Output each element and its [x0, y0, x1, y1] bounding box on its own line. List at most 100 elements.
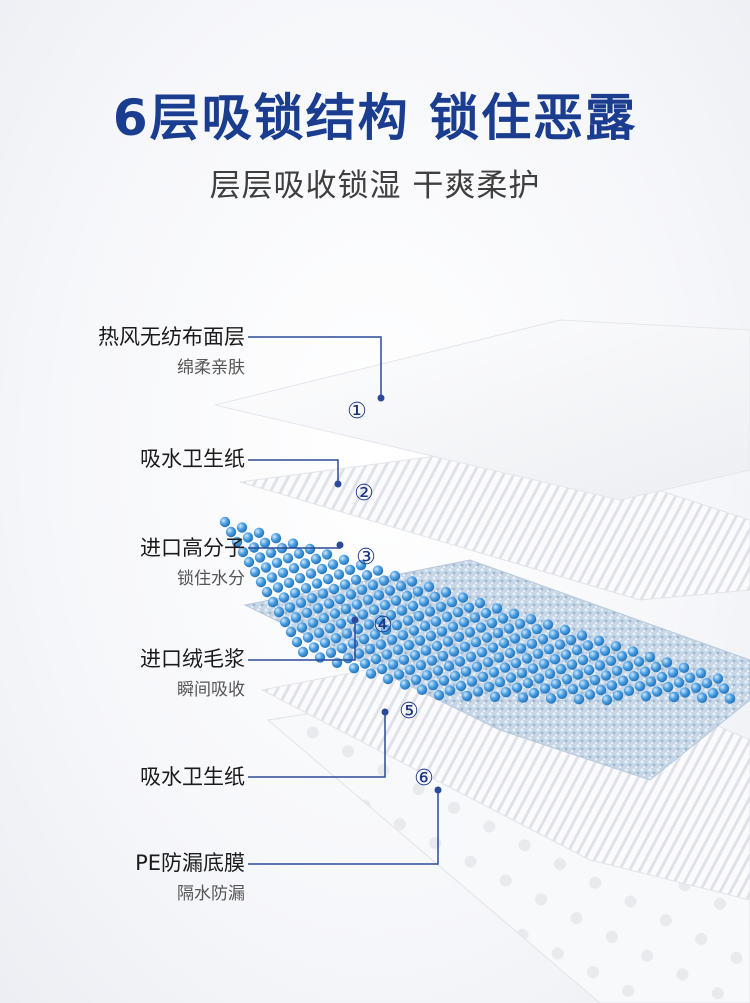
polymer-bead: [481, 632, 493, 643]
polymer-bead: [565, 634, 577, 646]
polymer-bead: [548, 629, 560, 640]
polymer-bead: [476, 647, 488, 658]
polymer-bead: [668, 691, 680, 703]
polymer-bead: [550, 678, 562, 689]
polymer-bead: [448, 646, 460, 657]
polymer-bead: [340, 603, 352, 615]
polymer-bead: [503, 623, 515, 634]
polymer-bead: [543, 644, 555, 655]
polymer-bead: [606, 680, 618, 691]
polymer-bead: [492, 627, 504, 639]
polymer-bead: [651, 686, 663, 697]
polymer-bead: [593, 635, 605, 646]
polymer-bead: [368, 604, 380, 615]
polymer-bead: [380, 624, 392, 635]
polymer-bead: [526, 638, 538, 649]
polymer-bead: [508, 608, 520, 619]
polymer-bead: [430, 616, 442, 627]
polymer-bead: [554, 639, 566, 650]
polymer-bead: [442, 636, 454, 647]
polymer-bead: [426, 655, 438, 666]
polymer-bead: [406, 576, 418, 587]
polymer-bead: [361, 570, 373, 581]
polymer-bead: [321, 549, 333, 560]
polymer-bead: [724, 693, 736, 704]
polymer-bead: [297, 646, 309, 658]
polymer-bead: [413, 610, 425, 622]
polymer-bead: [311, 578, 323, 589]
polymer-bead: [463, 602, 475, 613]
polymer-bead: [334, 593, 346, 605]
polymer-bead: [249, 566, 261, 578]
polymer-bead: [435, 601, 447, 612]
polymer-bead: [537, 634, 549, 645]
polymer-bead: [329, 608, 341, 619]
polymer-bead: [611, 665, 623, 676]
leader-line-1: [248, 336, 382, 398]
polymer-bead: [293, 548, 305, 559]
polymer-bead: [431, 640, 443, 652]
polymer-bead: [499, 662, 511, 673]
polymer-bead: [616, 651, 628, 662]
polymer-bead: [254, 552, 266, 563]
page-title: 6层吸锁结构 锁住恶露: [112, 89, 638, 147]
polymer-bead: [424, 606, 436, 617]
polymer-bead: [419, 620, 431, 632]
polymer-bead: [650, 661, 662, 673]
layer-6-name: PE防漏底膜: [135, 851, 245, 875]
polymer-bead: [277, 567, 289, 578]
polymer-bead: [418, 596, 430, 607]
polymer-bead: [357, 609, 369, 620]
polymer-bead: [707, 688, 719, 699]
layer-1-desc: 绵柔亲肤: [177, 358, 245, 379]
leader-line-6: [248, 790, 439, 865]
polymer-bead: [493, 652, 505, 663]
polymer-bead: [296, 622, 308, 633]
polymer-bead: [610, 641, 622, 652]
polymer-bead: [300, 583, 312, 594]
polymer-bead: [393, 669, 405, 680]
polymer-bead: [331, 657, 343, 668]
polymer-bead: [429, 591, 441, 602]
polymer-bead: [449, 670, 461, 682]
polymer-bead: [461, 690, 473, 702]
polymer-bead: [559, 624, 571, 636]
polymer-bead: [712, 673, 724, 684]
polymer-bead: [627, 646, 639, 657]
polymer-bead: [261, 586, 273, 598]
polymer-bead: [633, 656, 645, 667]
polymer-bead: [308, 642, 320, 653]
polymer-bead: [373, 590, 385, 601]
polymer-bead: [271, 557, 283, 568]
polymer-bead: [516, 667, 528, 679]
polymer-bead: [504, 647, 516, 659]
layer-1-label: 热风无纺布面层 绵柔亲肤: [5, 324, 245, 380]
layer-3-desc: 锁住水分: [177, 569, 245, 590]
layer-5-number: ⑤: [399, 699, 419, 724]
polymer-bead: [408, 625, 420, 636]
polymer-bead: [323, 598, 335, 609]
polymer-bead: [381, 649, 393, 660]
polymer-bead: [645, 676, 657, 687]
polymer-bead: [471, 661, 483, 672]
layer-3-label: 进口高分子 锁住水分: [5, 535, 245, 591]
polymer-bead: [515, 643, 527, 654]
polymer-bead: [260, 562, 272, 573]
layer-2-name: 吸水卫生纸: [140, 447, 245, 471]
layer-6-number: ⑥: [414, 766, 434, 791]
polymer-bead: [601, 694, 613, 706]
polymer-bead: [236, 522, 248, 533]
polymer-bead: [444, 685, 456, 696]
polymer-bead: [284, 602, 296, 613]
polymer-bead: [278, 592, 290, 603]
polymer-bead: [291, 636, 303, 648]
polymer-bead: [313, 627, 325, 638]
polymer-bead: [438, 675, 450, 686]
layer-3-number: ③: [356, 545, 376, 570]
polymer-bead: [295, 597, 307, 608]
polymer-bead: [363, 619, 375, 630]
polymer-bead: [304, 543, 316, 555]
polymer-bead: [316, 563, 328, 575]
polymer-bead: [477, 671, 489, 682]
polymer-bead: [544, 668, 556, 679]
